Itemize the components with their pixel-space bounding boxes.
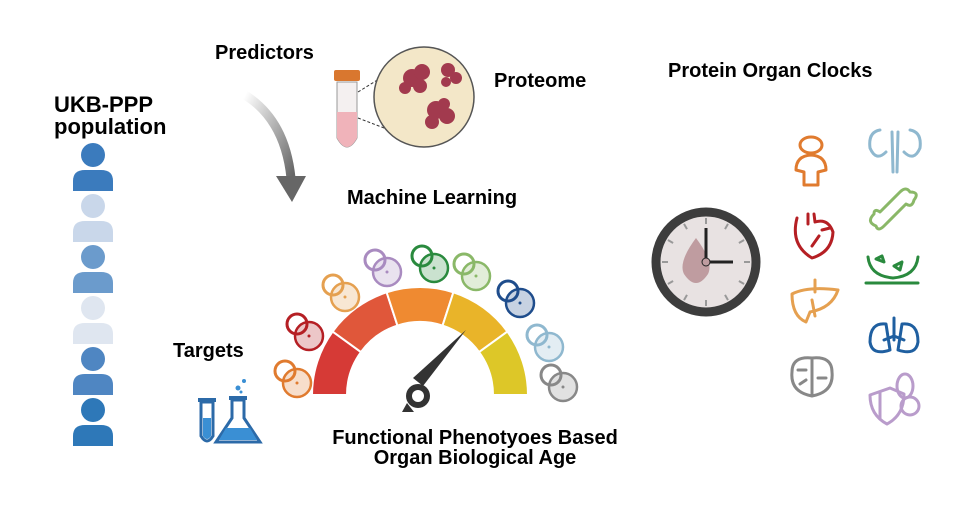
targets-label: Targets bbox=[173, 340, 244, 362]
predictors-label: Predictors bbox=[215, 42, 314, 64]
proteome-label: Proteome bbox=[494, 70, 587, 92]
liver-icon bbox=[790, 278, 840, 324]
lung-clock-icon bbox=[496, 279, 536, 319]
liver-clock-icon bbox=[321, 273, 361, 313]
test-tube-icon bbox=[198, 398, 216, 443]
intestine-clock-icon bbox=[410, 244, 450, 284]
population-people bbox=[73, 143, 113, 446]
proteome-icon bbox=[373, 46, 475, 148]
organ-clocks bbox=[273, 244, 579, 403]
flask-icon bbox=[213, 379, 263, 444]
person-icon bbox=[73, 398, 113, 446]
machine-learning-label: Machine Learning bbox=[347, 187, 518, 209]
population-label-line1: UKB-PPP bbox=[54, 92, 154, 117]
person-icon bbox=[73, 143, 113, 191]
intestine-icon bbox=[864, 254, 920, 285]
population-label: UKB-PPP population bbox=[54, 94, 166, 138]
organ-age-label-line2: Organ Biological Age bbox=[373, 447, 577, 469]
person-icon bbox=[73, 296, 113, 344]
heart-icon bbox=[793, 212, 835, 260]
body-clock-icon bbox=[273, 359, 313, 399]
organ-age-label: Functional Phenotyoes Based Organ Biolog… bbox=[300, 428, 650, 468]
brain-clock-icon bbox=[539, 363, 579, 403]
protein-organ-clocks-label: Protein Organ Clocks bbox=[668, 60, 873, 82]
gauge-segment bbox=[477, 330, 530, 396]
person-icon bbox=[73, 194, 113, 242]
predictor-arrow-icon bbox=[242, 91, 306, 202]
population-label-line2: population bbox=[54, 114, 167, 139]
body-icon bbox=[794, 135, 828, 187]
organ-age-label-line1: Functional Phenotyoes Based bbox=[332, 427, 618, 449]
protein-clock-icon bbox=[651, 207, 761, 317]
organ-age-gauge bbox=[310, 286, 530, 396]
immune-clock-icon bbox=[363, 248, 403, 288]
immune-icon bbox=[868, 372, 921, 426]
gauge-needle-icon bbox=[402, 330, 466, 412]
bone-icon bbox=[869, 187, 918, 231]
person-icon bbox=[73, 347, 113, 395]
heart-clock-icon bbox=[285, 312, 325, 352]
brain-icon bbox=[790, 356, 834, 398]
person-icon bbox=[73, 245, 113, 293]
kidney-icon bbox=[868, 128, 922, 174]
bone-clock-icon bbox=[452, 252, 492, 292]
gauge-segment bbox=[385, 286, 455, 327]
kidney-clock-icon bbox=[525, 323, 565, 363]
lung-icon bbox=[868, 316, 920, 354]
